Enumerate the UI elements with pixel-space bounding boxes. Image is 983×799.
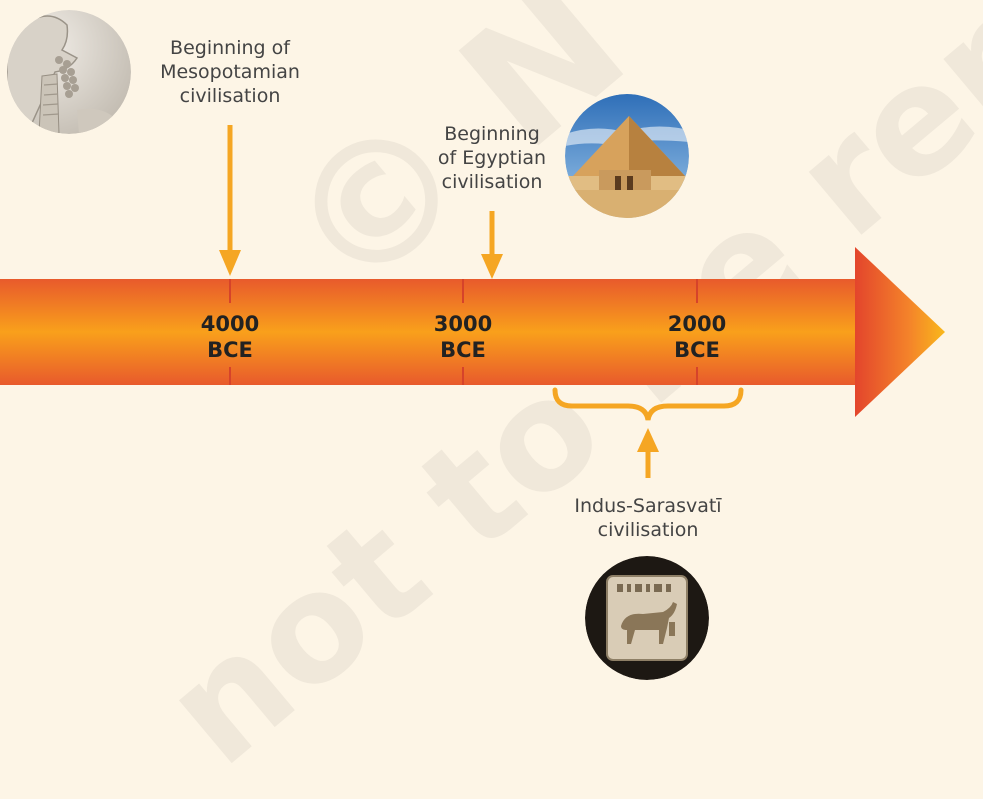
- indus-label: Indus-Sarasvatī civilisation: [558, 494, 738, 542]
- year-label-4000: 4000 BCE: [180, 311, 280, 363]
- egypt-label-line2: of Egyptian: [437, 147, 547, 169]
- mesopotamia-label: Beginning of Mesopotamian civilisation: [150, 36, 310, 108]
- timeline-arrowhead: [855, 247, 945, 417]
- year-value: 2000: [667, 312, 727, 336]
- mesopotamia-label-line1: Beginning of: [170, 37, 290, 59]
- timeline-arrow: [0, 125, 945, 478]
- mesopotamia-pointer-head: [219, 250, 241, 276]
- year-value: 4000: [200, 312, 260, 336]
- indus-pointer-head: [637, 428, 659, 452]
- year-value: 3000: [433, 312, 493, 336]
- year-era: BCE: [207, 338, 253, 362]
- year-era: BCE: [440, 338, 486, 362]
- egypt-label-line1: Beginning: [444, 123, 540, 145]
- egypt-label: Beginning of Egyptian civilisation: [412, 122, 572, 194]
- year-label-2000: 2000 BCE: [647, 311, 747, 363]
- timeline-bar: [0, 279, 860, 385]
- tick-marks: [229, 279, 698, 385]
- egypt-pointer-head: [481, 254, 503, 279]
- bull-seal-icon: [585, 556, 709, 680]
- pointer-arrows: [219, 125, 659, 478]
- indus-label-line1: Indus-Sarasvatī: [574, 495, 722, 517]
- year-label-3000: 3000 BCE: [413, 311, 513, 363]
- mesopotamia-label-line3: civilisation: [179, 85, 281, 107]
- mesopotamia-label-line2: Mesopotamian: [160, 61, 300, 83]
- indus-label-line2: civilisation: [597, 519, 699, 541]
- indus-span-brace: [552, 387, 744, 421]
- pyramid-icon: [565, 94, 689, 218]
- assyrian-relief-icon: [7, 10, 131, 134]
- year-era: BCE: [674, 338, 720, 362]
- egypt-label-line3: civilisation: [441, 171, 543, 193]
